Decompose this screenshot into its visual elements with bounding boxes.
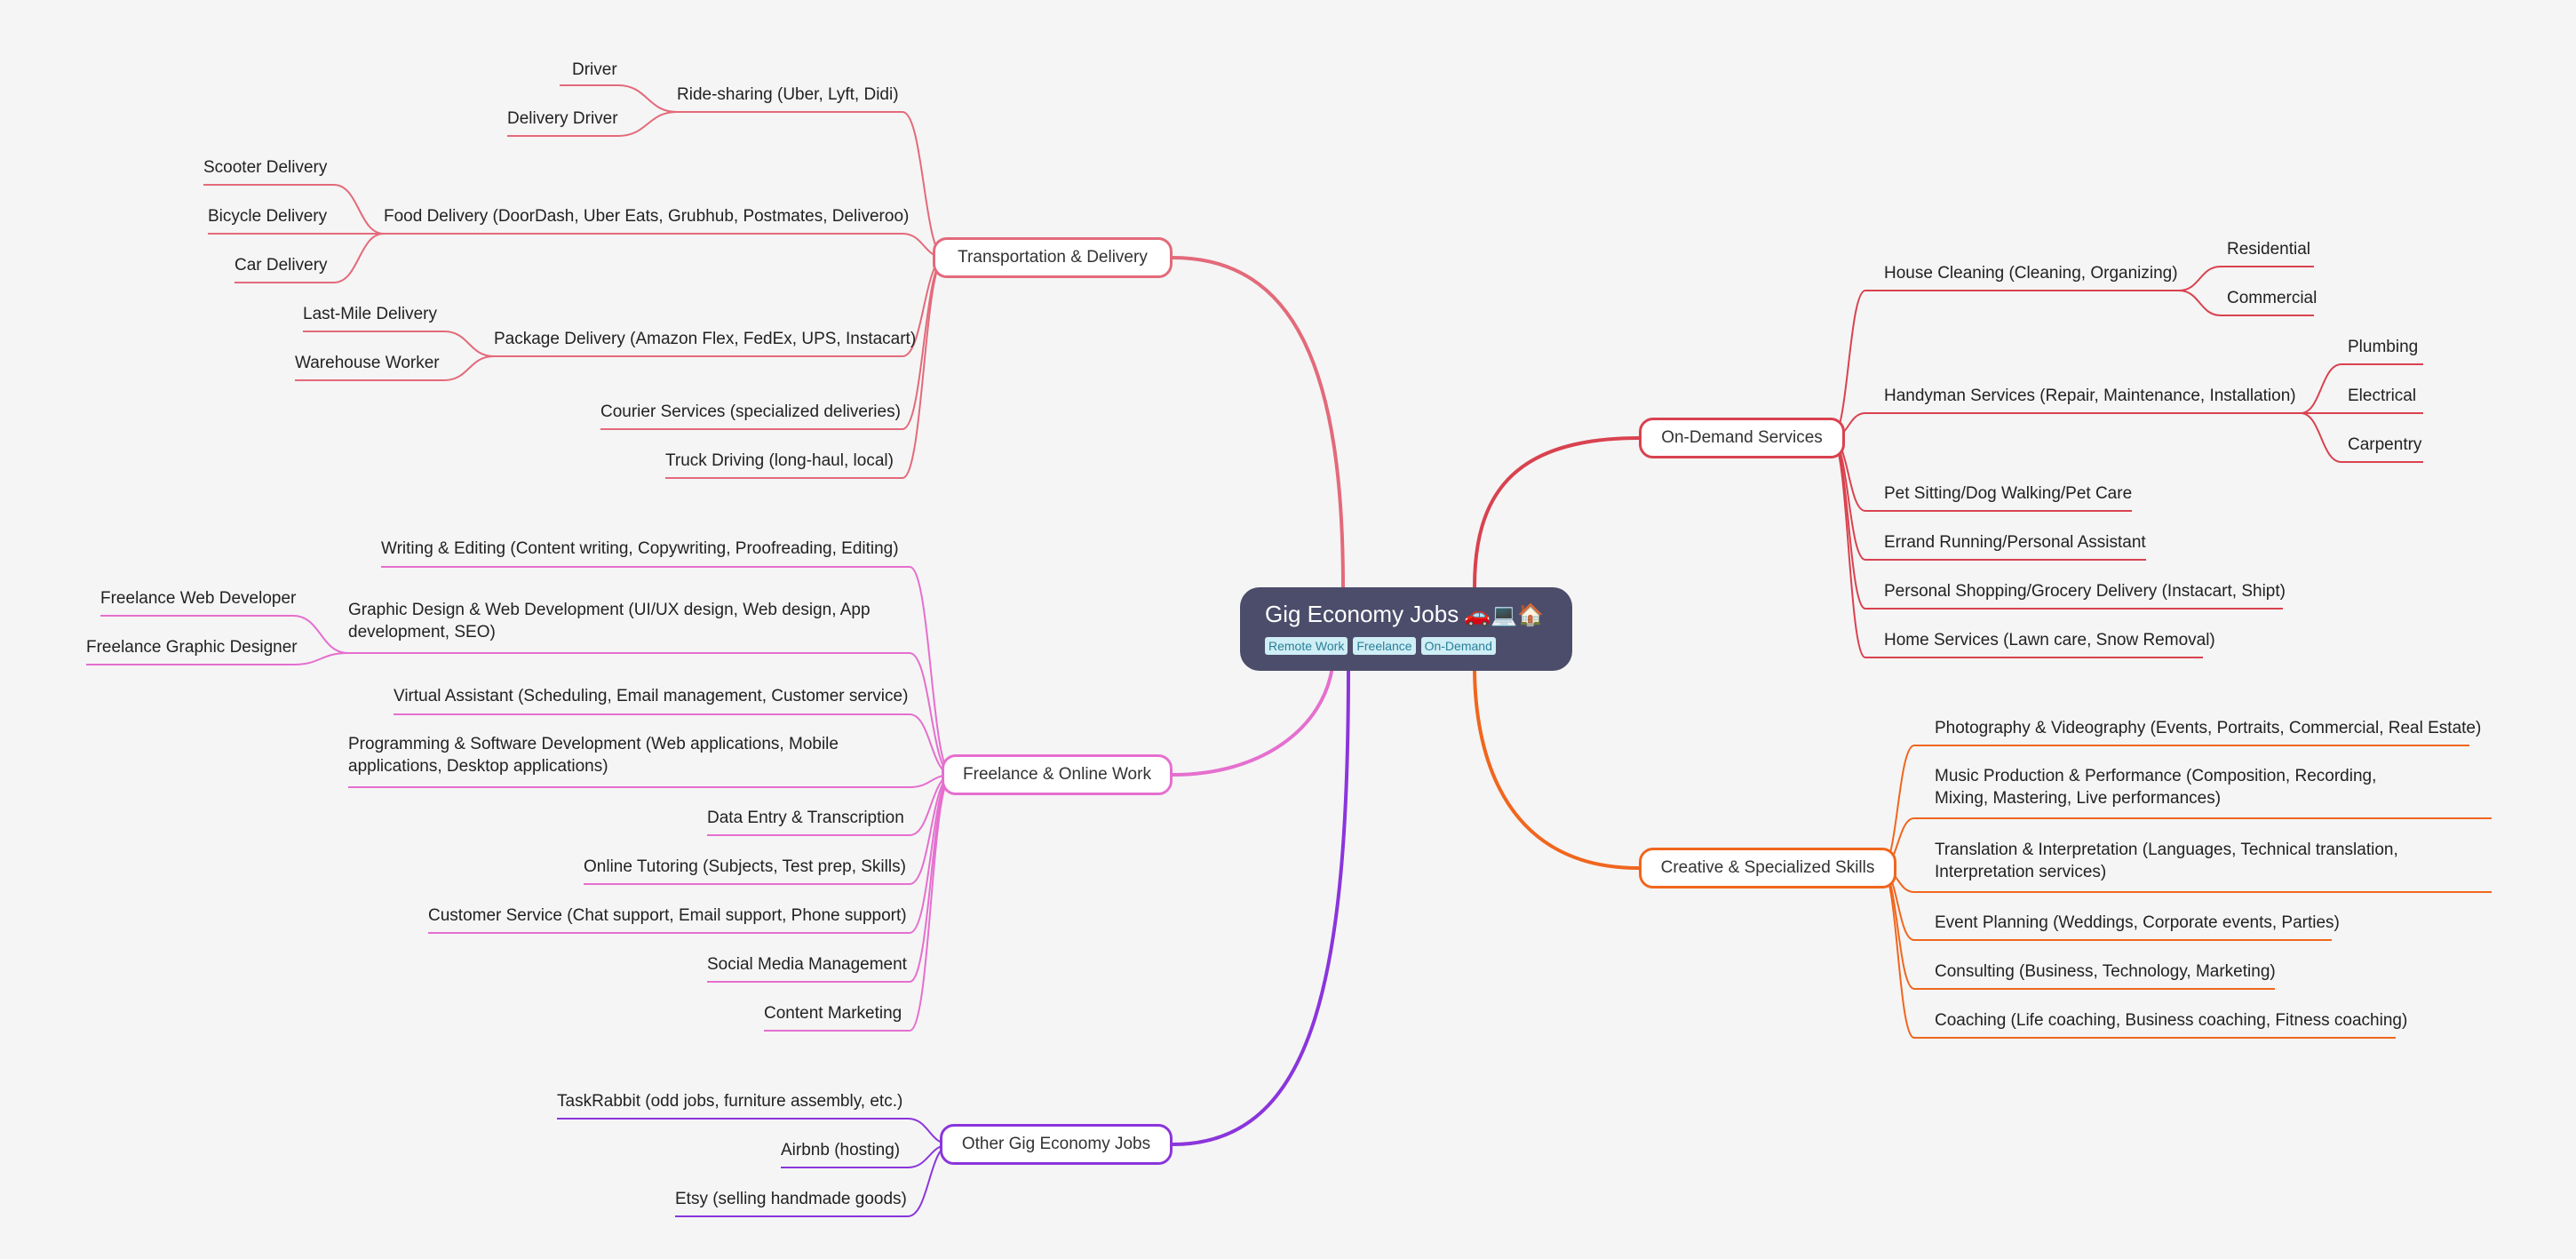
leaf-scooter-delivery[interactable]: Scooter Delivery [203, 158, 328, 177]
leaf-courier-services[interactable]: Courier Services (specialized deliveries… [600, 402, 901, 421]
leaf-data-entry[interactable]: Data Entry & Transcription [707, 809, 904, 827]
connector-line [333, 184, 385, 235]
leaf-handyman-services[interactable]: Handyman Services (Repair, Maintenance, … [1884, 386, 2296, 405]
leaf-event-planning[interactable]: Event Planning (Weddings, Corporate even… [1935, 913, 2340, 932]
leaf-car-delivery[interactable]: Car Delivery [235, 256, 328, 275]
branch-freelance-online-work[interactable]: Freelance & Online Work [942, 754, 1173, 795]
leaf-last-mile-delivery[interactable]: Last-Mile Delivery [303, 305, 437, 323]
leaf-music-production[interactable]: Music Production & Performance (Composit… [1935, 767, 2377, 808]
connector-line [1473, 665, 1640, 870]
leaf-package-delivery[interactable]: Package Delivery (Amazon Flex, FedEx, UP… [494, 330, 917, 348]
leaf-airbnb[interactable]: Airbnb (hosting) [781, 1141, 901, 1159]
leaf-delivery-driver[interactable]: Delivery Driver [507, 109, 618, 128]
connector-line [443, 331, 495, 357]
tag-on-demand[interactable]: On-Demand [1420, 637, 1496, 655]
connector-line [1880, 867, 1915, 1039]
connector-line [2300, 412, 2342, 463]
connector-line [1831, 437, 1866, 610]
root-title-row: Gig Economy Jobs🚗💻🏠 [1265, 598, 1547, 632]
leaf-social-media-management[interactable]: Social Media Management [707, 955, 907, 974]
connector-line [333, 233, 385, 283]
connector-line [1172, 665, 1334, 777]
leaf-food-delivery[interactable]: Food Delivery (DoorDash, Uber Eats, Grub… [384, 207, 910, 226]
branch-creative-specialized-skills[interactable]: Creative & Specialized Skills [1639, 848, 1896, 888]
leaf-customer-service[interactable]: Customer Service (Chat support, Email su… [428, 906, 907, 925]
leaf-driver[interactable]: Driver [572, 60, 617, 79]
leaf-freelance-graphic-designer[interactable]: Freelance Graphic Designer [86, 638, 298, 657]
root-title: Gig Economy Jobs [1265, 601, 1459, 627]
leaf-content-marketing[interactable]: Content Marketing [764, 1004, 902, 1023]
connector-line [292, 652, 349, 665]
connector-line [617, 111, 678, 137]
connector-line [443, 355, 495, 381]
leaf-plumbing[interactable]: Plumbing [2348, 338, 2419, 356]
connector-line [1473, 436, 1640, 588]
leaf-home-services[interactable]: Home Services (Lawn care, Snow Removal) [1884, 631, 2215, 649]
leaf-electrical[interactable]: Electrical [2348, 386, 2417, 405]
connector-line [2300, 363, 2342, 414]
leaf-ride-sharing[interactable]: Ride-sharing (Uber, Lyft, Didi) [677, 85, 899, 104]
tag-freelance[interactable]: Freelance [1353, 637, 1416, 655]
leaf-graphic-web-design[interactable]: Graphic Design & Web Development (UI/UX … [348, 601, 871, 641]
connector-line [2178, 266, 2222, 291]
leaf-writing-editing[interactable]: Writing & Editing (Content writing, Copy… [381, 539, 899, 558]
leaf-house-cleaning[interactable]: House Cleaning (Cleaning, Organizing) [1884, 264, 2178, 283]
leaf-freelance-web-developer[interactable]: Freelance Web Developer [100, 589, 297, 608]
connector-line [1831, 290, 1866, 439]
connector-line [1172, 665, 1350, 1146]
leaf-warehouse-worker[interactable]: Warehouse Worker [295, 354, 440, 372]
leaf-residential[interactable]: Residential [2227, 240, 2310, 259]
leaf-taskrabbit[interactable]: TaskRabbit (odd jobs, furniture assembly… [557, 1092, 903, 1111]
leaf-errand-running[interactable]: Errand Running/Personal Assistant [1884, 533, 2146, 552]
leaf-commercial[interactable]: Commercial [2227, 289, 2318, 307]
leaf-consulting[interactable]: Consulting (Business, Technology, Market… [1935, 962, 2276, 981]
connector-line [617, 84, 678, 113]
leaf-personal-shopping[interactable]: Personal Shopping/Grocery Delivery (Inst… [1884, 582, 2286, 601]
root-emoji: 🚗💻🏠 [1464, 603, 1544, 627]
root-node[interactable]: Gig Economy Jobs🚗💻🏠 Remote Work Freelanc… [1240, 587, 1572, 671]
leaf-etsy[interactable]: Etsy (selling handmade goods) [675, 1190, 907, 1208]
connector-line [1172, 256, 1345, 588]
connector-line [902, 111, 946, 259]
connector-line [292, 615, 349, 654]
leaf-programming-software[interactable]: Programming & Software Development (Web … [348, 735, 839, 776]
branch-transportation-delivery[interactable]: Transportation & Delivery [933, 237, 1173, 278]
leaf-virtual-assistant[interactable]: Virtual Assistant (Scheduling, Email man… [394, 687, 909, 705]
leaf-translation[interactable]: Translation & Interpretation (Languages,… [1935, 841, 2398, 881]
leaf-carpentry[interactable]: Carpentry [2348, 435, 2422, 454]
leaf-bicycle-delivery[interactable]: Bicycle Delivery [208, 207, 328, 226]
leaf-pet-sitting[interactable]: Pet Sitting/Dog Walking/Pet Care [1884, 484, 2133, 503]
branch-other-gig-jobs[interactable]: Other Gig Economy Jobs [940, 1124, 1173, 1165]
connector-line [902, 257, 946, 479]
root-tags: Remote Work Freelance On-Demand [1265, 637, 1547, 655]
branch-on-demand-services[interactable]: On-Demand Services [1639, 418, 1845, 458]
connector-line [909, 774, 953, 1032]
connector-line [2178, 290, 2222, 316]
leaf-photography[interactable]: Photography & Videography (Events, Portr… [1935, 719, 2482, 737]
tag-remote-work[interactable]: Remote Work [1265, 637, 1348, 655]
leaf-truck-driving[interactable]: Truck Driving (long-haul, local) [665, 451, 894, 470]
leaf-online-tutoring[interactable]: Online Tutoring (Subjects, Test prep, Sk… [584, 857, 906, 876]
leaf-coaching[interactable]: Coaching (Life coaching, Business coachi… [1935, 1011, 2408, 1030]
